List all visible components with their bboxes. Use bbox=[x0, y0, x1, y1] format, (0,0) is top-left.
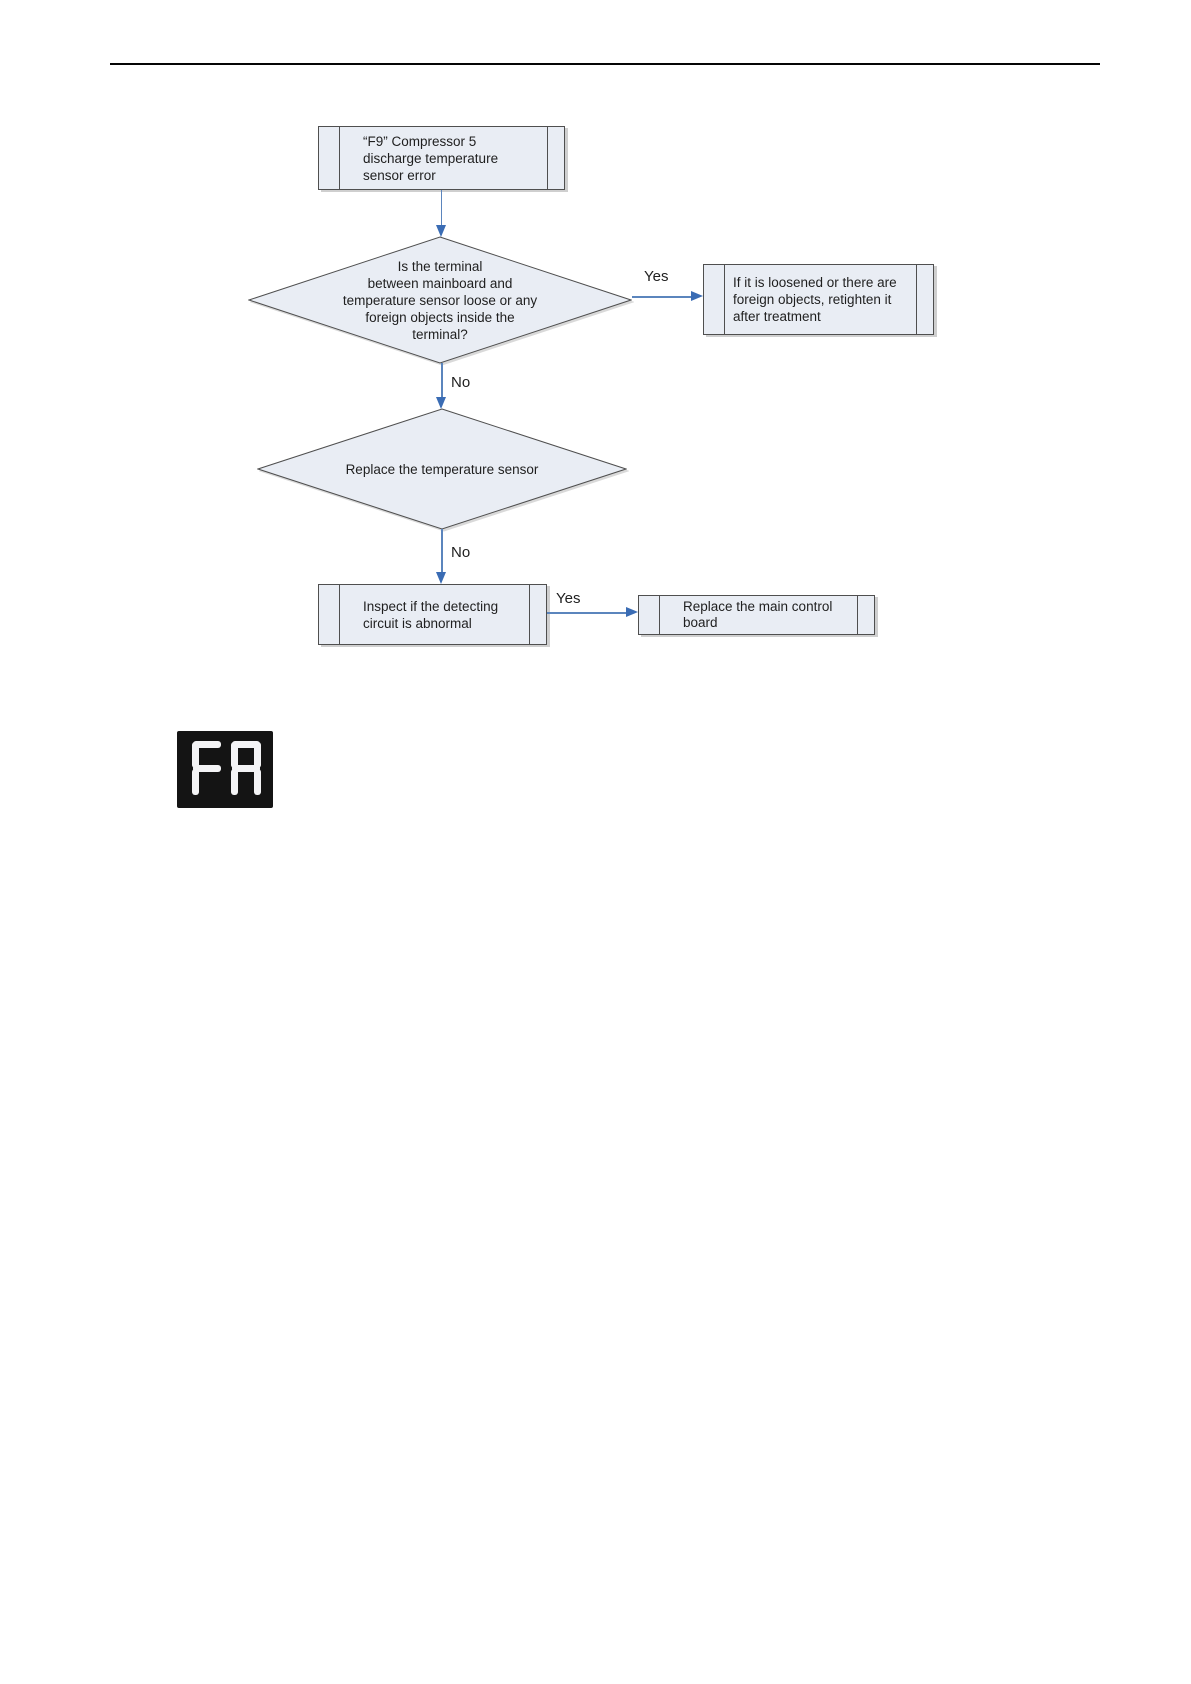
arrow-right-2-stem bbox=[547, 612, 627, 614]
inspect-circuit-line: Inspect if the detecting bbox=[363, 598, 499, 614]
arrow-down-2-stem bbox=[441, 363, 443, 398]
replace-board-line: board bbox=[683, 615, 718, 630]
seven-segment-digit bbox=[192, 741, 222, 796]
decision-replace-sensor-text: Replace the temperature sensor bbox=[257, 408, 627, 530]
box-band-left bbox=[339, 585, 340, 644]
decision-terminal-loose: Is the terminal between mainboard and te… bbox=[248, 236, 632, 364]
box-band-right bbox=[547, 127, 548, 189]
box-band-left bbox=[659, 596, 660, 634]
replace-board-box: Replace the main control board bbox=[638, 595, 875, 635]
yes-label: Yes bbox=[644, 268, 669, 285]
arrow-right-1-stem bbox=[632, 296, 692, 298]
decision-terminal-line: between mainboard and bbox=[367, 275, 513, 291]
no-label: No bbox=[451, 374, 471, 391]
start-box-line: sensor error bbox=[363, 167, 436, 183]
replace-board-line: Replace the main control bbox=[683, 599, 833, 614]
box-band-right bbox=[529, 585, 530, 644]
diamond-shape bbox=[248, 236, 632, 364]
arrow-down-1-head bbox=[435, 225, 446, 237]
decision-replace-sensor-line: Replace the temperature sensor bbox=[345, 461, 539, 477]
retighten-box-line: If it is loosened or there are bbox=[733, 275, 897, 290]
start-box-line: “F9” Compressor 5 bbox=[363, 133, 477, 149]
arrow-down-1-stem bbox=[440, 190, 442, 226]
arrow-right-2-head bbox=[626, 607, 638, 617]
decision-terminal-line: foreign objects inside the bbox=[365, 309, 515, 325]
retighten-box-text: If it is loosened or there are foreign o… bbox=[704, 274, 897, 325]
seven-segment-digit bbox=[231, 741, 261, 796]
decision-replace-sensor: Replace the temperature sensor bbox=[257, 408, 627, 530]
start-box-line: discharge temperature bbox=[363, 150, 499, 166]
arrow-down-3-head bbox=[436, 572, 446, 584]
retighten-box-line: after treatment bbox=[733, 309, 821, 324]
start-box-text: “F9” Compressor 5 discharge temperature … bbox=[319, 133, 498, 184]
box-band-right bbox=[857, 596, 858, 634]
start-box: “F9” Compressor 5 discharge temperature … bbox=[318, 126, 565, 190]
retighten-box: If it is loosened or there are foreign o… bbox=[703, 264, 934, 335]
seven-segment-digits bbox=[192, 741, 270, 808]
decision-terminal-line: Is the terminal bbox=[397, 258, 483, 274]
decision-terminal-text: Is the terminal between mainboard and te… bbox=[248, 236, 632, 364]
yes-label: Yes bbox=[556, 590, 581, 607]
retighten-box-line: foreign objects, retighten it bbox=[733, 292, 892, 307]
seven-segment-display bbox=[177, 731, 273, 808]
decision-terminal-line: terminal? bbox=[412, 326, 468, 342]
arrow-down-3-stem bbox=[441, 529, 443, 573]
box-band-left bbox=[724, 265, 725, 334]
box-band-right bbox=[916, 265, 917, 334]
replace-board-text: Replace the main control board bbox=[639, 599, 832, 631]
arrow-right-1-head bbox=[691, 291, 703, 301]
inspect-circuit-text: Inspect if the detecting circuit is abno… bbox=[319, 598, 498, 632]
box-band-left bbox=[339, 127, 340, 189]
page-top-rule bbox=[110, 63, 1100, 65]
inspect-circuit-box: Inspect if the detecting circuit is abno… bbox=[318, 584, 547, 645]
decision-terminal-line: temperature sensor loose or any bbox=[342, 292, 538, 308]
inspect-circuit-line: circuit is abnormal bbox=[363, 615, 472, 631]
arrow-down-2-head bbox=[436, 397, 446, 409]
no-label: No bbox=[451, 544, 471, 561]
